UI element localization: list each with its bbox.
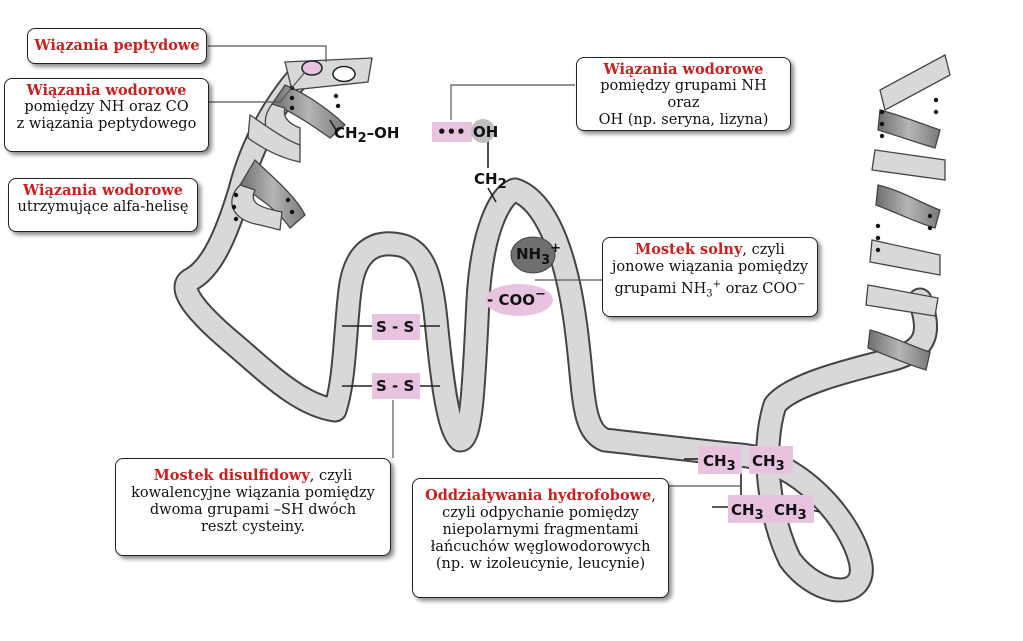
label-hbond-sidechain: Wiązania wodorowe pomiędzy grupami NH or… [576,57,791,131]
disulfide-top-highlight [372,314,420,340]
coo-minus-group: - COO− [487,287,546,309]
peptide-bond-oval-pink [301,60,323,76]
hbond-dots: ••• [437,123,466,141]
nh3-oval [510,236,556,274]
oh-highlight-circle [471,119,495,143]
ch2oh-group: CH2–OH [334,124,399,146]
ch3-group-2: CH3 [752,452,785,474]
ch3-group-4: CH3 [774,501,807,523]
hbond-highlight [432,122,472,142]
ch3-highlight-1 [698,446,742,474]
side-chain-lines [329,119,821,513]
label-disulfide: Mostek disulfidowy, czyli kowalencyjne w… [115,458,391,556]
disulfide-bond-bottom: S - S [376,377,414,395]
nh3-plus-group: NH3+ [516,241,561,268]
oh-group: OH [473,123,498,141]
label-hbond-helix: Wiązania wodorowe utrzymujące alfa-helis… [8,178,198,232]
ch2-group: CH2 [474,170,507,192]
label-salt-bridge: Mostek solny, czyli jonowe wiązania pomi… [602,237,818,317]
ch3-group-3: CH3 [731,501,764,523]
ch3-highlight-2 [749,446,793,474]
label-peptide-bonds: Wiązania peptydowe [27,28,207,64]
label-hbond-backbone: Wiązania wodorowe pomiędzy NH oraz CO z … [4,78,209,152]
disulfide-bottom-highlight [372,373,420,399]
label-hydrophobic: Oddziaływania hydrofobowe, czyli odpycha… [412,478,669,598]
leader-lines [208,45,741,487]
ribbon-backbone [173,62,938,603]
alpha-helix-right [865,54,951,371]
ch3-highlight-4 [770,495,814,523]
coo-highlight [485,284,553,316]
disulfide-bond-top: S - S [376,318,414,336]
ch3-highlight-3 [728,495,772,523]
ch3-group-1: CH3 [703,452,736,474]
peptide-bond-oval-white [332,65,356,83]
